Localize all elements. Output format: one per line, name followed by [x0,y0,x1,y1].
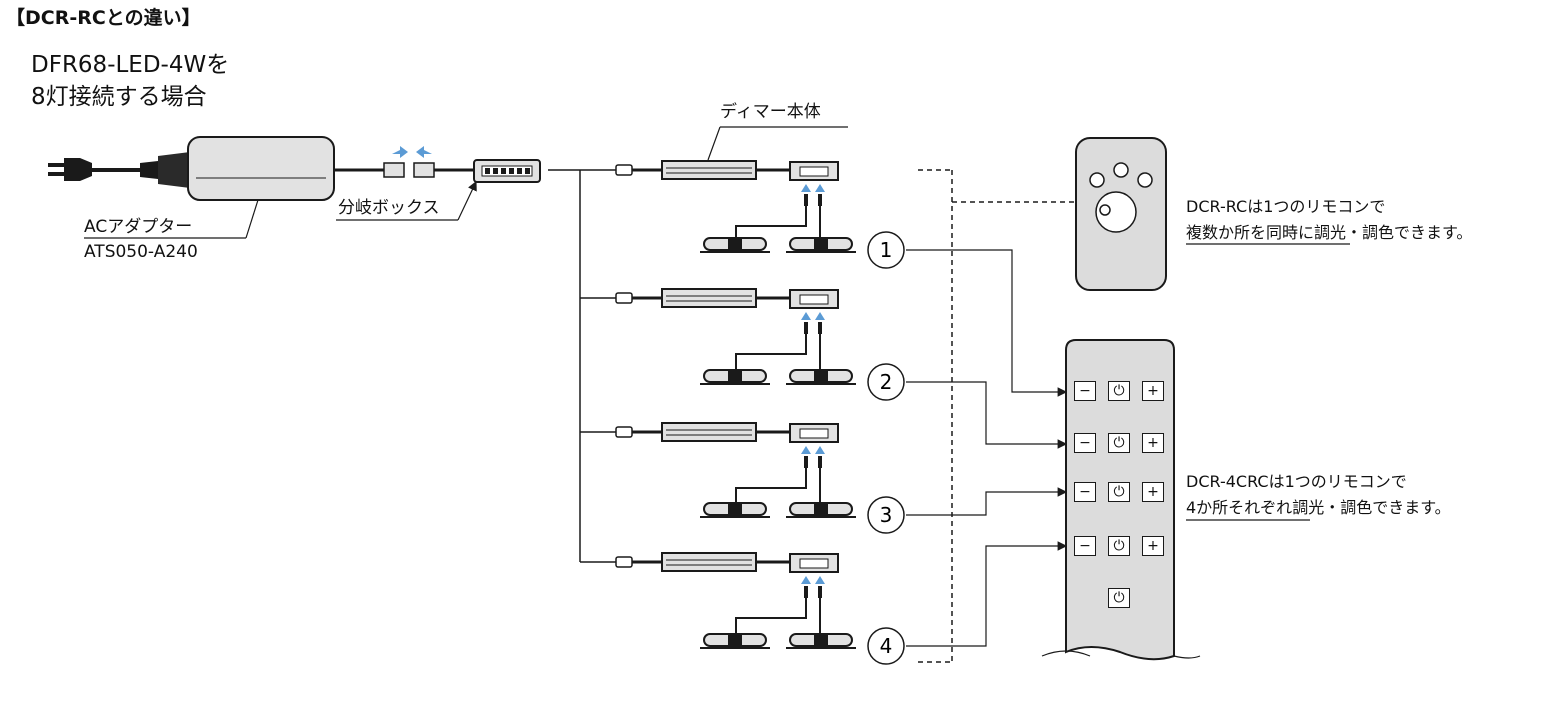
connect-arrow [801,184,811,192]
power-plug [48,152,190,188]
channel-number: 4 [880,634,893,658]
connect-arrow [815,312,825,320]
dimmer-body [661,160,757,180]
rc-desc-line2: 複数か所を同時に調光・調色できます。 [1186,225,1472,241]
heading-line2: 8灯接続する場合 [31,84,207,110]
master-power-button[interactable]: ⏻ [1108,588,1130,608]
rc-desc-underlined: 複数か所を同時に [1186,223,1315,242]
channel-number: 1 [880,238,893,262]
channel-group-3: 3 [615,422,905,534]
plug-connector [615,164,633,176]
ac-adapter-label: ACアダプター [84,217,193,237]
branch-box-label: 分岐ボックス [338,198,440,218]
ch4-power-button[interactable]: ⏻ [1108,536,1130,556]
dimmer-body-label: ディマー本体 [720,102,821,122]
plug-connector [615,556,633,568]
crc-desc-rest: 調光・調色できます。 [1292,498,1451,517]
ch3-power-button[interactable]: ⏻ [1108,482,1130,502]
ch3-plus-button[interactable]: + [1142,482,1164,502]
ch4-plus-button[interactable]: + [1142,536,1164,556]
crc-desc-line1: DCR-4CRCは1つのリモコンで [1186,472,1407,491]
section-title: 【DCR-RCとの違い】 [6,7,201,29]
channel-group-2: 2 [615,288,905,401]
ch2-plus-button[interactable]: + [1142,433,1164,453]
dimmer-body [661,288,757,308]
rc-link-dashed [918,169,1076,663]
dimmer-body [661,552,757,572]
channel-number-circle [867,363,905,401]
plug-connector [615,426,633,438]
ch4-minus-button[interactable]: − [1074,536,1096,556]
ac-adapter-model: ATS050-A240 [84,242,198,262]
dimmer-body [661,422,757,442]
ac-adapter [84,136,384,239]
channel-number-circle [867,496,905,534]
heading-line1: DFR68-LED-4Wを [31,52,230,78]
crc-desc-underlined: 4か所それぞれ [1186,498,1293,517]
connect-arrow [801,576,811,584]
ch1-power-button[interactable]: ⏻ [1108,381,1130,401]
connect-arrow [815,184,825,192]
channel-number-circle [867,627,905,665]
ch1-minus-button[interactable]: − [1074,381,1096,401]
ch3-minus-button[interactable]: − [1074,482,1096,502]
connect-arrow [801,312,811,320]
dcr-rc-remote [1075,137,1167,291]
ch1-plus-button[interactable]: + [1142,381,1164,401]
crc-desc-line2: 4か所それぞれ調光・調色できます。 [1186,500,1451,516]
plug-connector [615,292,633,304]
cable-connectors [383,146,474,178]
branch-box [336,159,541,221]
channel-group-4: 4 [615,552,905,665]
ch2-minus-button[interactable]: − [1074,433,1096,453]
connect-arrow [801,446,811,454]
rc-desc-line1: DCR-RCは1つのリモコンで [1186,197,1386,216]
connect-arrow [815,446,825,454]
channel-number: 2 [880,370,893,394]
connect-arrow [815,576,825,584]
rc-desc-rest: 調光・調色できます。 [1314,223,1473,242]
channel-group-1: 1 [615,160,905,269]
ch2-power-button[interactable]: ⏻ [1108,433,1130,453]
channel-wires [906,249,1068,647]
channel-number-circle [867,231,905,269]
channel-number: 3 [880,503,893,527]
